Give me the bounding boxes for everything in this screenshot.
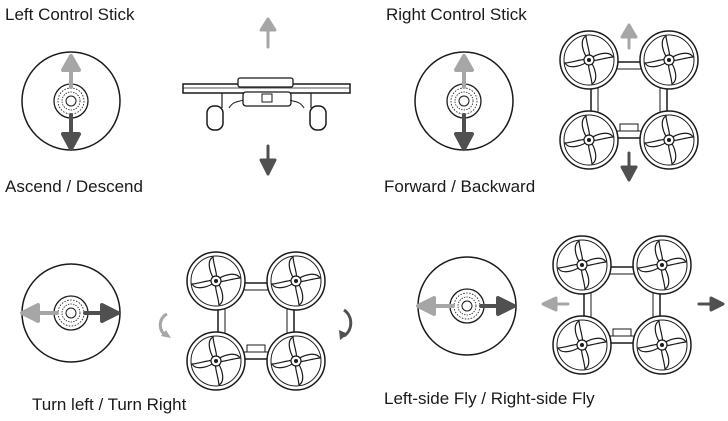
drone-top-view-side <box>541 236 725 374</box>
right-stick-gimbal-forward-backward <box>414 51 514 151</box>
left-stick-gimbal <box>21 51 121 151</box>
right-control-stick-heading: Right Control Stick <box>386 5 527 24</box>
drone-top-view-forward-backward <box>560 23 698 182</box>
up-arrow-icon <box>61 54 81 89</box>
fly-left-arrow-icon <box>541 296 570 312</box>
drone-side-view <box>182 17 351 176</box>
right-stick-gimbal-side <box>416 256 517 356</box>
forward-backward-caption: Forward / Backward <box>384 177 536 196</box>
turn-caption: Turn left / Turn Right <box>32 395 187 414</box>
down-arrow-icon <box>259 144 277 176</box>
ascend-descend-caption: Ascend / Descend <box>5 177 143 196</box>
left-stick-gimbal-turn <box>20 263 121 363</box>
up-arrow-icon <box>259 17 277 49</box>
fly-right-arrow-icon <box>697 296 725 312</box>
rotate-right-icon <box>339 308 353 340</box>
right-arrow-icon <box>479 296 516 316</box>
forward-arrow-icon <box>620 23 638 50</box>
side-fly-caption: Left-side Fly / Right-side Fly <box>384 389 595 408</box>
left-arrow-icon <box>416 296 455 316</box>
right-arrow-icon <box>83 303 120 323</box>
down-arrow-icon <box>61 113 81 151</box>
rotate-left-icon <box>158 312 171 338</box>
left-control-stick-heading: Left Control Stick <box>5 5 135 24</box>
drone-top-view-turn <box>158 252 353 390</box>
down-arrow-icon <box>454 113 474 151</box>
up-arrow-icon <box>454 54 474 89</box>
left-arrow-icon <box>20 303 59 323</box>
backward-arrow-icon <box>620 151 638 182</box>
